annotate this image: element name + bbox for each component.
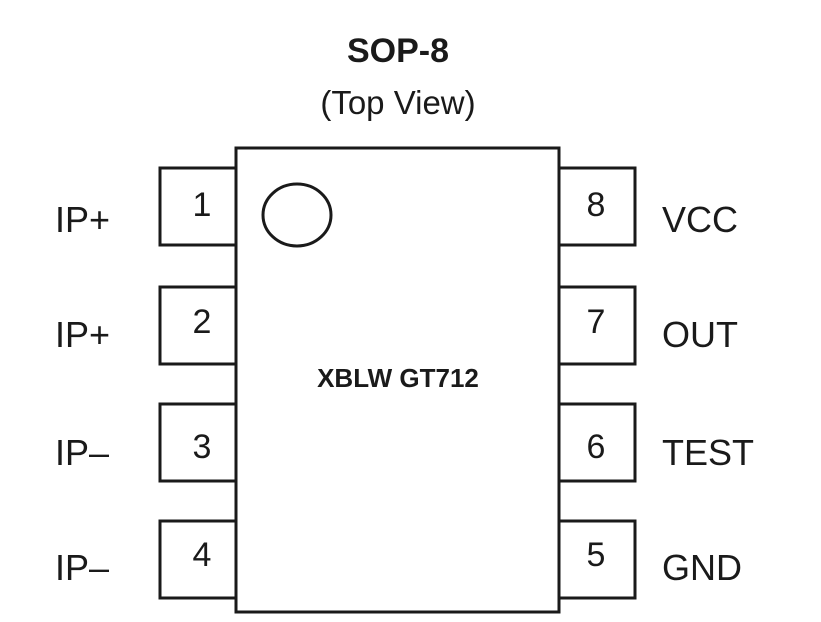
pin-box-3 bbox=[158, 402, 239, 483]
pin-number-1: 1 bbox=[193, 186, 212, 224]
pin-number-8: 8 bbox=[587, 186, 606, 224]
pin-label-2: IP+ bbox=[55, 314, 110, 355]
pin-label-8: VCC bbox=[662, 199, 738, 240]
pin-label-4: IP– bbox=[55, 547, 109, 588]
pin-box-8 bbox=[556, 166, 637, 247]
view-subtitle: (Top View) bbox=[320, 84, 475, 121]
pin-number-4: 4 bbox=[193, 536, 212, 574]
pin-label-7: OUT bbox=[662, 314, 738, 355]
chip-marking: XBLW GT712 bbox=[317, 363, 479, 393]
pin-box-2 bbox=[158, 285, 239, 366]
pin-label-5: GND bbox=[662, 547, 742, 588]
pin1-indicator-circle bbox=[261, 182, 333, 248]
pin-label-3: IP– bbox=[55, 432, 109, 473]
pin-box-6 bbox=[556, 402, 637, 483]
pin-number-3: 3 bbox=[193, 428, 212, 466]
pin-number-5: 5 bbox=[587, 536, 606, 574]
pin-label-6: TEST bbox=[662, 432, 754, 473]
pin-number-2: 2 bbox=[193, 303, 212, 341]
pin-number-7: 7 bbox=[587, 303, 606, 341]
pin-label-1: IP+ bbox=[55, 199, 110, 240]
pin-number-6: 6 bbox=[587, 428, 606, 466]
package-title: SOP-8 bbox=[347, 32, 449, 70]
pin-box-1 bbox=[158, 166, 239, 247]
